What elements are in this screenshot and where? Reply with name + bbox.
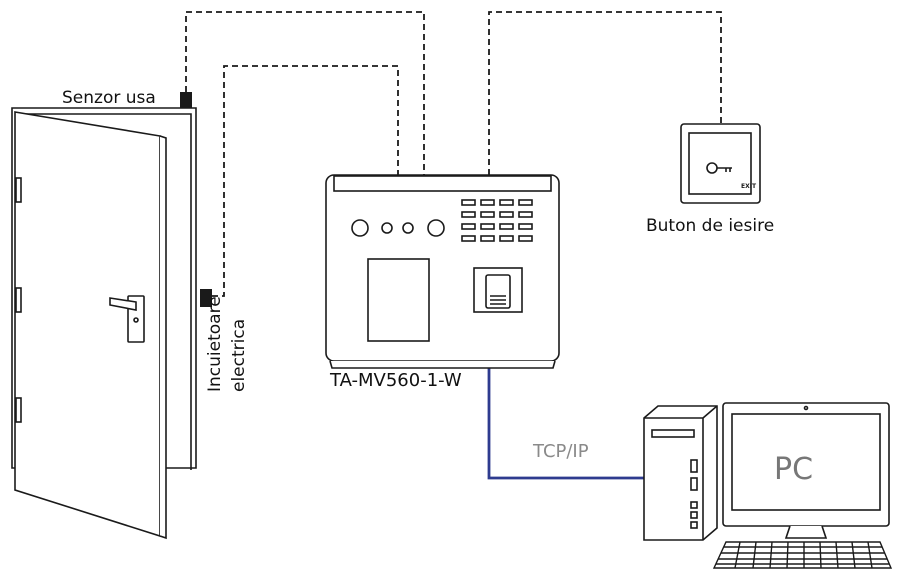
door-leaf-edge <box>159 135 167 540</box>
exit-button <box>680 123 761 204</box>
door-sensor-wire <box>185 11 425 175</box>
tower-port-1 <box>690 459 698 473</box>
door-hinge-middle <box>15 287 22 313</box>
dashed-wires <box>185 11 722 297</box>
keyboard-keys <box>734 541 873 569</box>
fingerprint-scanner-window <box>485 274 511 309</box>
tower-drive-bay <box>651 429 695 438</box>
electric-lock-label-line1: Incuietoare <box>205 296 225 392</box>
monitor-screen <box>731 413 881 511</box>
door-hinge-bottom <box>15 397 22 423</box>
terminal-camera-left <box>351 219 369 237</box>
door <box>11 107 197 540</box>
device-model-label: TA-MV560-1-W <box>330 370 462 391</box>
network-label: TCP/IP <box>533 441 589 462</box>
key-icon-head <box>706 162 718 174</box>
key-icon <box>717 167 732 172</box>
tower-body <box>643 405 718 541</box>
tcp-ip-cable <box>487 368 644 480</box>
terminal-sensor-dot-2 <box>402 222 414 234</box>
tower-port-5 <box>690 521 698 529</box>
access-terminal <box>325 174 560 369</box>
tower-port-2 <box>690 477 698 491</box>
computer-label: PC <box>774 452 814 487</box>
keyboard <box>712 541 893 569</box>
pc-monitor <box>722 402 890 539</box>
pc-tower <box>643 405 718 541</box>
monitor-stand <box>784 525 828 539</box>
terminal-sensor-dot-1 <box>381 222 393 234</box>
terminal-screen <box>367 258 430 342</box>
tower-port-3 <box>690 501 698 509</box>
terminal-top-band <box>333 175 552 192</box>
electric-lock-label-line2: electrica <box>229 318 249 392</box>
electric-lock-block <box>200 289 212 307</box>
tower-edges <box>644 405 718 540</box>
terminal-base <box>329 360 556 369</box>
door-sensor-block <box>180 92 192 108</box>
tower-port-4 <box>690 511 698 519</box>
exit-button-text: EXIT <box>741 183 757 190</box>
exit-button-face <box>688 132 752 195</box>
door-hinge-top <box>15 177 22 203</box>
fingerprint-scanner-lines <box>490 295 506 305</box>
terminal-keypad <box>461 199 533 242</box>
keyboard-rows <box>716 546 889 565</box>
electric-lock-wire <box>212 65 399 297</box>
door-frame-inner <box>18 113 192 470</box>
terminal-camera-right <box>427 219 445 237</box>
door-keyhole <box>133 317 139 323</box>
exit-button-wire <box>488 11 722 175</box>
monitor-camera <box>803 405 809 411</box>
door-handle <box>109 297 137 311</box>
exit-button-label: Buton de iesire <box>646 216 775 236</box>
door-sensor-label: Senzor usa <box>62 88 156 108</box>
